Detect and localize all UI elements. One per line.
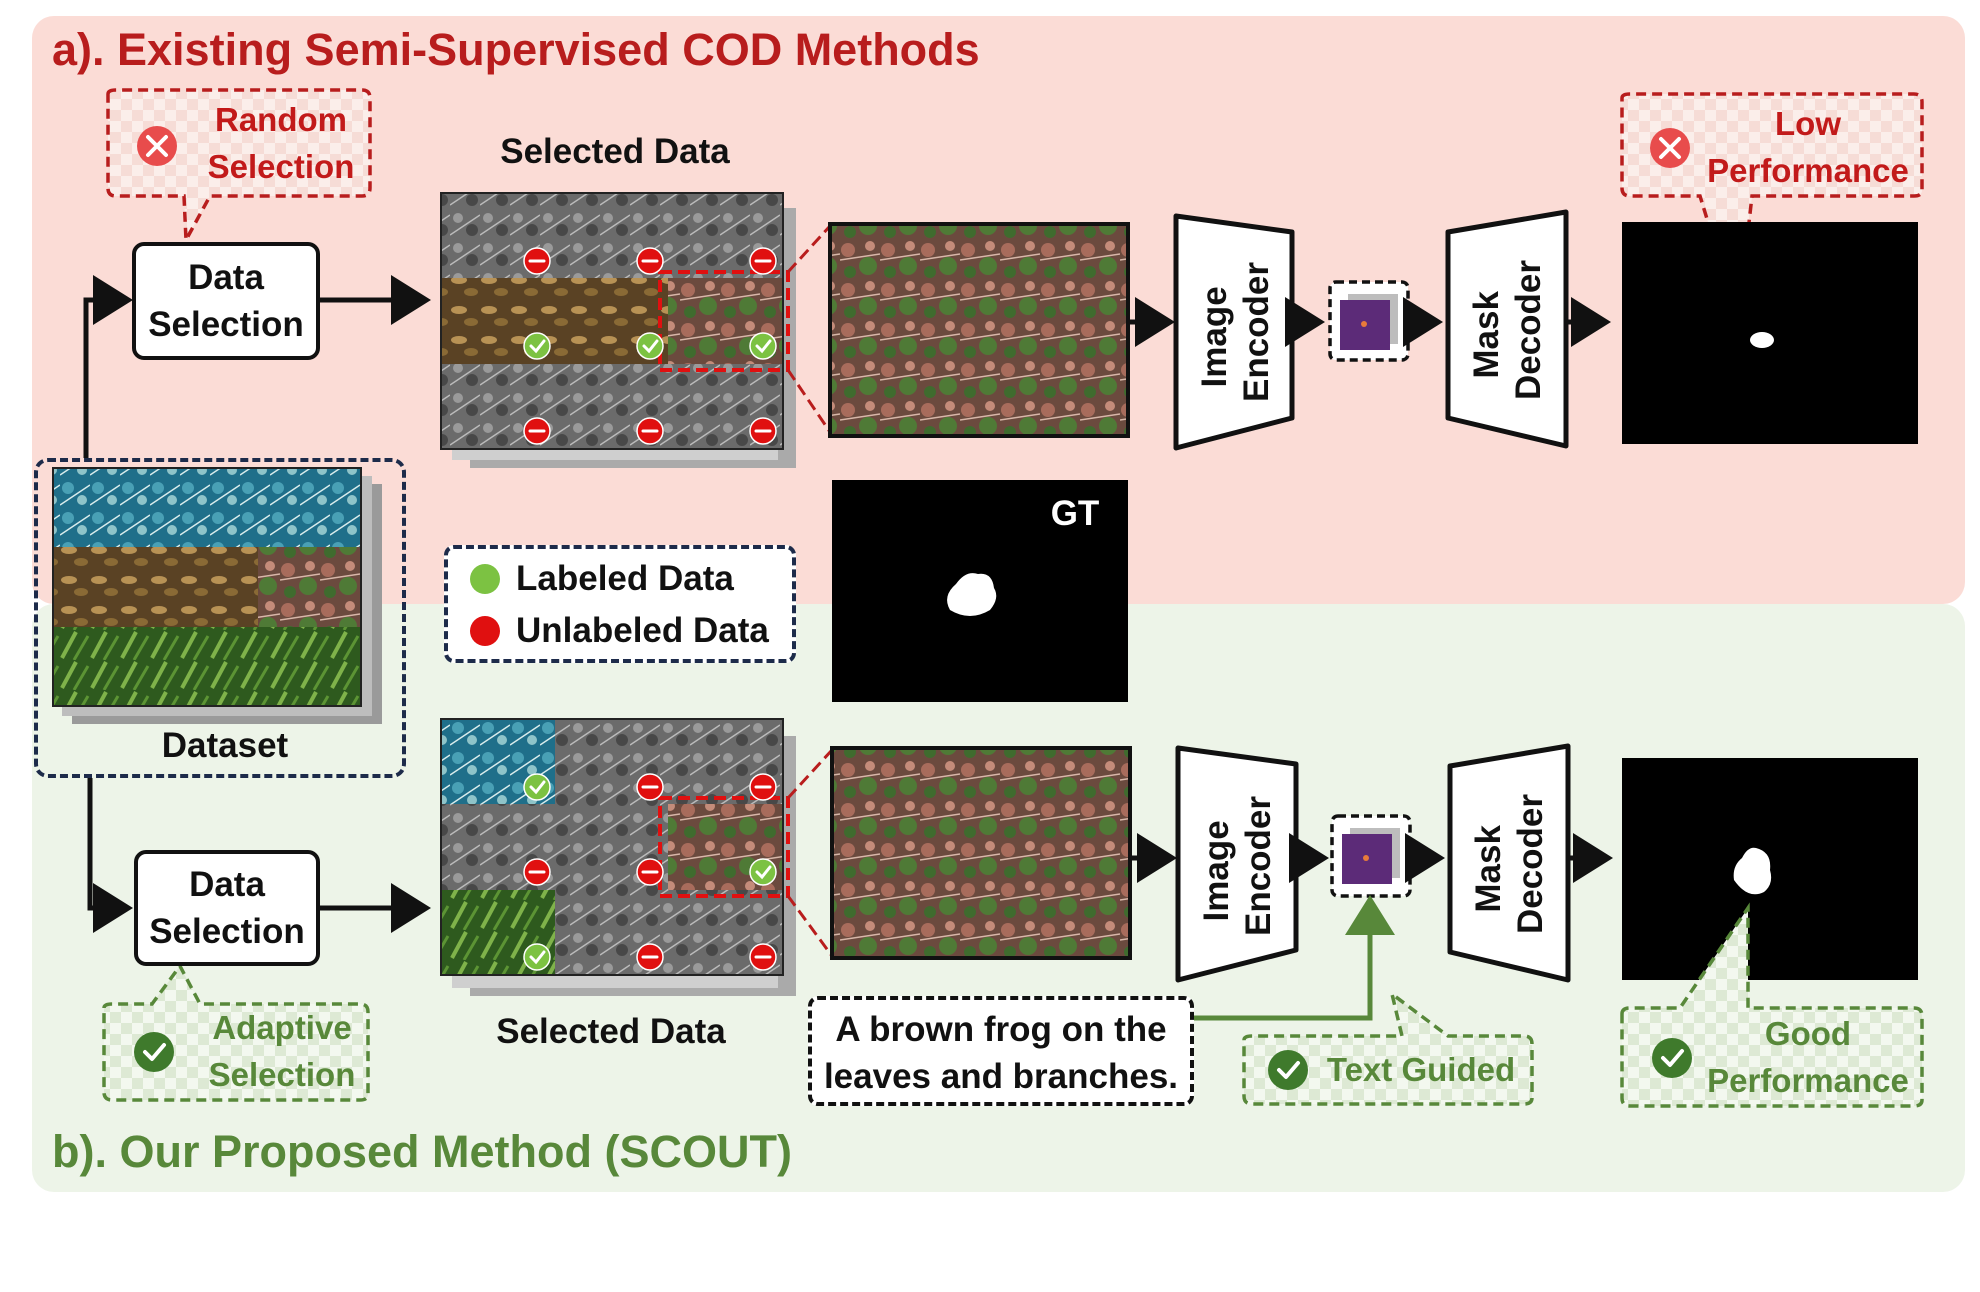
data-selection-box-b: Data Selection	[134, 850, 320, 966]
prediction-mask-a	[1622, 222, 1918, 444]
data-selection-b-line2: Selection	[149, 912, 305, 951]
labeled-check-icon	[749, 332, 777, 360]
legend-labeled: Labeled Data	[470, 559, 734, 599]
check-mark	[529, 339, 546, 354]
grid-a-badges	[523, 247, 777, 445]
zoomed-image-b	[830, 746, 1132, 960]
text-prompt-line2: leaves and branches.	[823, 1057, 1179, 1096]
check-icon	[134, 1032, 174, 1072]
adaptive-selection-callout	[102, 962, 370, 1102]
text-guided-callout	[1242, 989, 1534, 1106]
legend: Labeled Data Unlabeled Data	[444, 545, 796, 663]
labeled-check-icon	[523, 332, 551, 360]
data-selection-b-line1: Data	[189, 865, 265, 904]
text-prompt-line1: A brown frog on the	[835, 1010, 1167, 1049]
encoder-b-label: Image Encoder	[1197, 796, 1278, 936]
ground-truth-mask	[832, 480, 1128, 702]
random-selection-callout	[106, 88, 372, 247]
selected-data-label-a: Selected Data	[500, 132, 730, 171]
zoomed-image-a	[828, 222, 1130, 438]
panel-a-title: a). Existing Semi-Supervised COD Methods	[52, 24, 980, 75]
text-guidance-arrow	[1194, 895, 1395, 1021]
labeled-check-icon	[636, 332, 664, 360]
gt-label: GT	[1050, 494, 1100, 533]
text-guided-text: Text Guided	[1326, 1051, 1516, 1088]
check-mark	[755, 339, 772, 354]
check-icon	[1268, 1050, 1308, 1090]
selected-data-grid-a	[440, 192, 796, 468]
dataset-container	[34, 458, 406, 778]
prediction-mask-b	[1622, 758, 1918, 980]
feature-map-a	[1328, 280, 1410, 362]
random-selection-text: Random Selection	[207, 101, 355, 185]
encoder-a-label: Image Encoder	[1195, 262, 1276, 402]
dataset-label: Dataset	[161, 726, 289, 765]
feature-map-b	[1330, 814, 1412, 898]
unlabeled-dot-icon	[470, 616, 500, 646]
low-performance-callout	[1620, 92, 1924, 321]
check-mark	[529, 950, 546, 965]
mask-decoder-a	[1445, 209, 1569, 449]
labeled-check-icon	[523, 773, 551, 801]
panel-b-title: b). Our Proposed Method (SCOUT)	[52, 1126, 792, 1177]
low-performance-text: Low Performance	[1707, 105, 1909, 189]
data-selection-a-line2: Selection	[148, 305, 304, 344]
check-mark	[529, 780, 546, 795]
arrow-to-selection-b	[87, 778, 133, 933]
good-performance-callout	[1620, 902, 1924, 1108]
good-performance-text: Good Performance	[1707, 1015, 1909, 1099]
labeled-dot-icon	[470, 564, 500, 594]
selected-data-label-b: Selected Data	[496, 1012, 726, 1051]
data-selection-a-line1: Data	[188, 258, 264, 297]
legend-unlabeled: Unlabeled Data	[470, 611, 769, 651]
data-selection-box-a: Data Selection	[132, 242, 320, 360]
decoder-b-label: Mask Decoder	[1469, 794, 1550, 934]
check-mark	[755, 865, 772, 880]
labeled-check-icon	[523, 943, 551, 971]
selected-data-grid-b	[440, 718, 796, 996]
decoder-a-label: Mask Decoder	[1467, 260, 1548, 400]
dataset-image-stack	[52, 467, 382, 724]
check-mark	[642, 339, 659, 354]
text-prompt-box: A brown frog on the leaves and branches.	[808, 996, 1194, 1106]
check-icon	[1652, 1038, 1692, 1078]
image-encoder-b	[1175, 745, 1299, 983]
labeled-check-icon	[749, 858, 777, 886]
mask-decoder-b	[1447, 743, 1571, 983]
image-encoder-a	[1173, 213, 1295, 451]
adaptive-selection-text: Adaptive Selection	[208, 1009, 356, 1093]
grid-b-badges	[523, 773, 777, 971]
arrow-to-selection-a	[83, 275, 133, 458]
